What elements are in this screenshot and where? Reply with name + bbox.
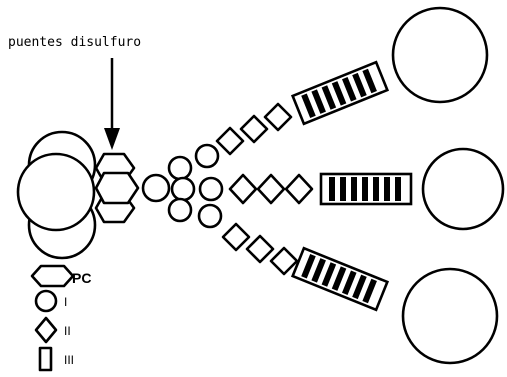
legend-item-i: I bbox=[36, 291, 67, 311]
arm-lower bbox=[223, 224, 387, 310]
arm-middle bbox=[199, 174, 411, 227]
legend-item-pc: PC bbox=[32, 266, 91, 286]
arm-upper bbox=[196, 62, 387, 167]
diamond-shape bbox=[36, 318, 56, 342]
svg-text:PC: PC bbox=[72, 270, 91, 286]
pointer-arrow bbox=[104, 58, 120, 150]
svg-text:II: II bbox=[64, 324, 71, 338]
central-domain-cluster bbox=[143, 157, 194, 221]
terminal-globule-top bbox=[393, 8, 487, 102]
globular-head-cluster bbox=[18, 132, 95, 258]
legend-item-ii: II bbox=[36, 318, 71, 342]
hexagon-shape bbox=[32, 266, 73, 286]
legend: PC I II III bbox=[32, 266, 91, 370]
svg-text:III: III bbox=[64, 353, 74, 367]
svg-text:I: I bbox=[64, 295, 67, 309]
pc-domain-cluster bbox=[96, 154, 138, 222]
terminal-globule-bottom bbox=[403, 269, 497, 363]
rectangle-shape bbox=[40, 348, 51, 370]
circle-shape bbox=[36, 291, 56, 311]
legend-item-iii: III bbox=[40, 348, 74, 370]
disulfide-bridges-label: puentes disulfuro bbox=[8, 35, 141, 50]
globular-head-middle bbox=[18, 154, 94, 230]
terminal-globule-middle bbox=[423, 149, 503, 229]
